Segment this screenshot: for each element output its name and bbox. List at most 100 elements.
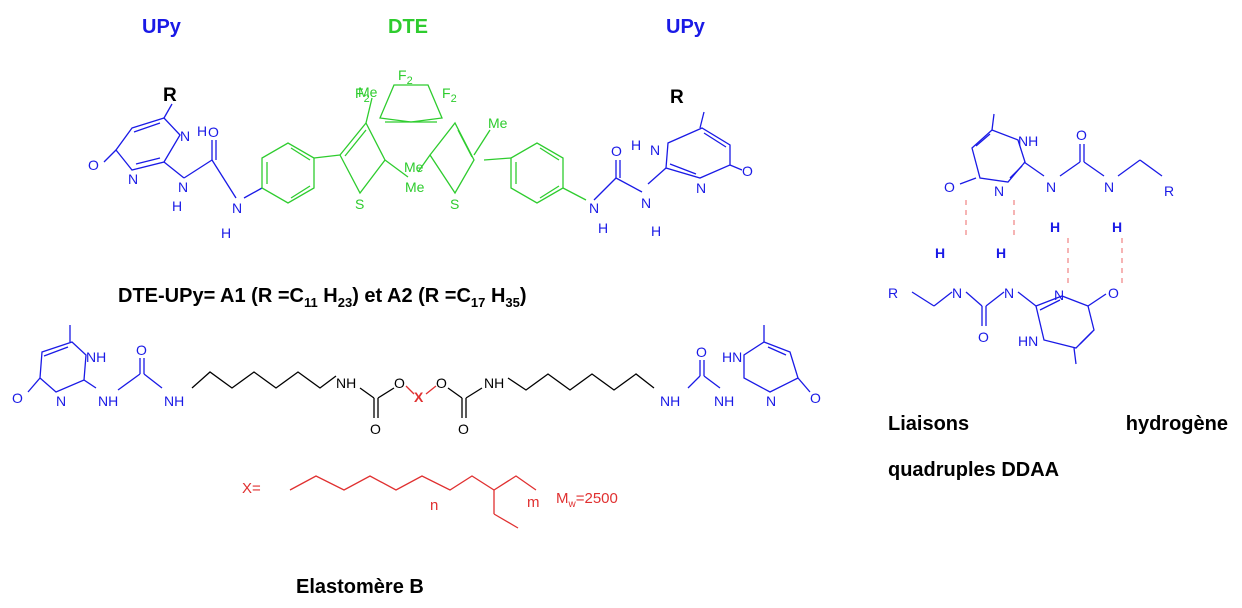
el-nh-mid-right: NH [484, 375, 504, 391]
el-o-mid-left-carbonyl: O [370, 421, 381, 437]
el-nh-right-2: NH [714, 393, 734, 409]
dte-me-right-top: Me [488, 115, 508, 131]
dimer-bottom-upy [911, 291, 1107, 365]
dimer-bottom-h2: H [996, 245, 1006, 261]
upy-left-h1: H [172, 198, 182, 214]
dte-s-right: S [450, 196, 459, 212]
el-nh-left-1: NH [98, 393, 118, 409]
header-dte: DTE [388, 16, 428, 38]
el-o-left-carbonyl: O [136, 342, 147, 358]
dimer-bottom-o-carbonyl: O [978, 329, 989, 345]
dimer-hbonds [965, 200, 1123, 284]
upy-left-r: R [163, 85, 177, 106]
caption-sub4: 35 [505, 295, 519, 310]
el-o-mid-right-carbonyl: O [458, 421, 469, 437]
upy-right-h1: H [598, 220, 608, 236]
upy-left-nh-ring: N [180, 128, 190, 144]
upy-left-unit [103, 103, 263, 199]
dte-f2-left-sub: 2 [364, 93, 370, 105]
x-def-label: X= [242, 480, 261, 497]
caption-prefix: DTE-UPy= A1 (R =C [118, 285, 304, 307]
caption-sub1: 11 [304, 295, 318, 310]
dimer-bottom-n1: N [952, 285, 962, 301]
dimer-bottom-n2: N [1004, 285, 1014, 301]
upy-left-h2: H [221, 225, 231, 241]
upy-left-n2: N [232, 200, 242, 216]
el-n-right-ring: N [766, 393, 776, 409]
dte-f2-right: F2 [442, 85, 457, 105]
caption-mid1: H [318, 285, 338, 307]
upy-right-h2: H [651, 223, 661, 239]
right-caption-hydrogene: hydrogène [1126, 413, 1228, 435]
el-nh-right-1: NH [660, 393, 680, 409]
upy-right-n-ring: N [696, 180, 706, 196]
el-nh-left-ring: NH [86, 349, 106, 365]
dte-f2-left: F2 [355, 85, 370, 105]
dimer-bottom-hn-ring: HN [1018, 333, 1038, 349]
el-x: X [414, 389, 424, 405]
caption-sub3: 17 [471, 295, 485, 310]
caption-dte-upy: DTE-UPy= A1 (R =C11 H23) et A2 (R =C17 H… [118, 285, 527, 310]
elastomer-caption: Elastomère B [296, 576, 424, 598]
dimer-bottom-r: R [888, 285, 898, 301]
x-def-mw-val: =2500 [576, 490, 618, 507]
el-hn-right-ring: HN [722, 349, 742, 365]
el-o-left: O [12, 390, 23, 406]
elastomer-left-upy [27, 325, 163, 393]
upy-left-n1: N [178, 179, 188, 195]
elastomer-spacer-right [447, 373, 655, 418]
upy-right-n2: N [641, 195, 651, 211]
upy-right-nh-ring-h: H [631, 137, 641, 153]
el-o-right-carbonyl: O [696, 344, 707, 360]
dimer-top-upy [959, 113, 1163, 185]
x-def-m: m [527, 494, 540, 511]
x-def-mw-sub: w [568, 499, 577, 510]
dte-f2-left-f: F [355, 85, 364, 101]
upy-left-n-ring: N [128, 171, 138, 187]
dte-f2-right-sub: 2 [451, 93, 457, 105]
dte-f2-right-f: F [442, 85, 451, 101]
upy-right-r: R [670, 87, 684, 108]
el-n-left-ring: N [56, 393, 66, 409]
caption-mid2: ) et A2 (R =C [352, 285, 471, 307]
caption-suffix: ) [520, 285, 527, 307]
dimer-top-nh-ring: NH [1018, 133, 1038, 149]
dte-me-right-left: Me [404, 159, 424, 175]
upy-right-n1: N [589, 200, 599, 216]
el-o-mid-right-ester: O [436, 375, 447, 391]
dimer-top-o-ring: O [944, 179, 955, 195]
dimer-bottom-o-ring: O [1108, 285, 1119, 301]
el-o-mid-left-ester: O [394, 375, 405, 391]
x-def-n: n [430, 497, 438, 514]
upy-right-unit [593, 111, 743, 201]
header-upy-right: UPy [666, 16, 706, 38]
el-o-right: O [810, 390, 821, 406]
dimer-top-h1: H [1050, 219, 1060, 235]
dimer-top-o-carbonyl: O [1076, 127, 1087, 143]
caption-mid3: H [485, 285, 505, 307]
dimer-bottom-n-ring: N [1054, 287, 1064, 303]
el-nh-mid-left: NH [336, 375, 356, 391]
elastomer-spacer-left [191, 371, 395, 418]
upy-right-nh-ring: N [650, 142, 660, 158]
dte-f2-top-sub: 2 [407, 75, 413, 87]
dimer-top-h2: H [1112, 219, 1122, 235]
dte-f2-top-f: F [398, 67, 407, 83]
upy-left-nh-ring-h: H [197, 123, 207, 139]
right-caption-liaisons: Liaisons [888, 413, 969, 435]
el-nh-left-2: NH [164, 393, 184, 409]
upy-left-o1: O [88, 157, 99, 173]
dimer-top-n1: N [1046, 179, 1056, 195]
dimer-top-r: R [1164, 183, 1174, 199]
dte-me-left-bottom: Me [405, 179, 425, 195]
dimer-bottom-h1: H [935, 245, 945, 261]
elastomer-x-link [405, 385, 437, 395]
dimer-top-n2: N [1104, 179, 1114, 195]
header-upy-left: UPy [142, 16, 182, 38]
upy-right-o1: O [611, 143, 622, 159]
elastomer-right-upy [687, 325, 811, 393]
dte-me-left-top: Me [358, 84, 378, 100]
x-def-mw-m: M [556, 490, 569, 507]
x-def-chain [289, 475, 537, 529]
